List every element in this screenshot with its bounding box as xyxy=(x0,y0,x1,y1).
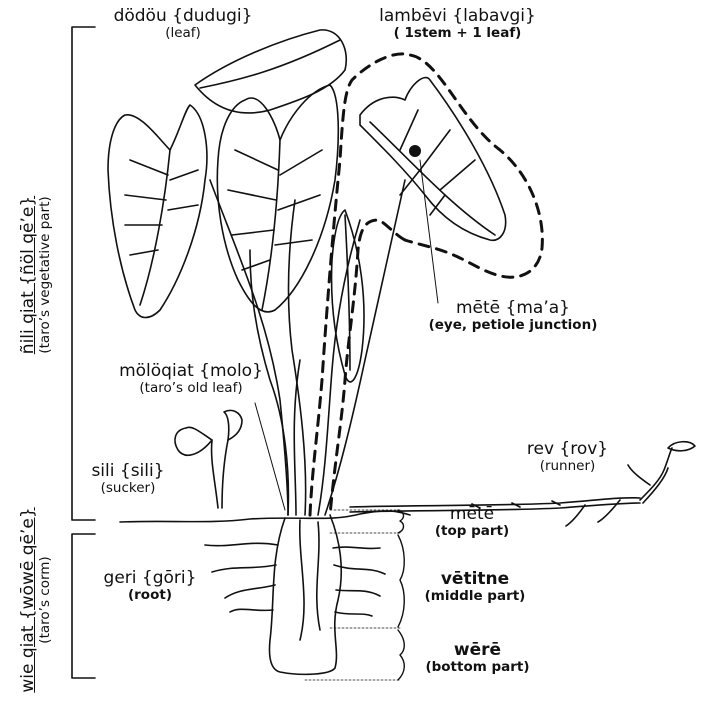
roots xyxy=(205,543,385,616)
leaf-right xyxy=(360,78,506,241)
corm-part-braces xyxy=(398,510,404,680)
label-top-part-gloss: (top part) xyxy=(412,524,532,538)
label-old-leaf-gloss: (taro’s old leaf) xyxy=(106,381,276,395)
label-middle-part: vētitne (middle part) xyxy=(410,571,540,603)
label-eye-term: mētē {ma’a} xyxy=(418,300,608,318)
label-top-part: mētē (top part) xyxy=(412,506,532,538)
label-leaf-term: dödöu {dudugi} xyxy=(108,8,258,26)
leaf-back-top xyxy=(195,30,346,113)
label-middle-part-gloss: (middle part) xyxy=(410,589,540,603)
label-middle-part-term: vētitne xyxy=(410,571,540,589)
side-label-corm-gloss: (taro’s corm) xyxy=(38,500,52,700)
label-sucker-term: sili {sili} xyxy=(83,463,173,481)
side-label-vegetative: ñili qiat {ñöl qē’e} (taro’s vegetative … xyxy=(20,160,52,390)
leaf-left xyxy=(108,105,207,318)
corm-bracket xyxy=(72,534,95,678)
label-runner: rev {rov} (runner) xyxy=(515,441,620,473)
label-bottom-part-term: wērē xyxy=(410,642,545,660)
label-leaf-gloss: (leaf) xyxy=(108,26,258,40)
label-stem-leaf-gloss: ( 1stem + 1 leaf) xyxy=(365,26,550,40)
label-root-gloss: (root) xyxy=(100,588,200,602)
label-runner-gloss: (runner) xyxy=(515,459,620,473)
vegetative-bracket xyxy=(72,27,95,520)
label-bottom-part-gloss: (bottom part) xyxy=(410,660,545,674)
label-eye: mētē {ma’a} (eye, petiole junction) xyxy=(418,300,608,332)
side-label-vegetative-term: ñili qiat {ñöl qē’e} xyxy=(20,160,38,390)
label-runner-term: rev {rov} xyxy=(515,441,620,459)
side-label-vegetative-gloss: (taro’s vegetative part) xyxy=(38,160,52,390)
side-label-corm-term: wie qiat {wōwē qē’e} xyxy=(20,500,38,700)
petioles xyxy=(210,180,405,515)
label-sucker: sili {sili} (sucker) xyxy=(83,463,173,495)
label-eye-gloss: (eye, petiole junction) xyxy=(418,318,608,332)
label-root-term: geri {gōri} xyxy=(100,570,200,588)
label-stem-leaf: lambēvi {labavgi} ( 1stem + 1 leaf) xyxy=(365,8,550,40)
corm xyxy=(269,515,341,674)
label-stem-leaf-term: lambēvi {labavgi} xyxy=(365,8,550,26)
sucker xyxy=(175,410,242,508)
leaf-center xyxy=(217,85,338,312)
label-sucker-gloss: (sucker) xyxy=(83,481,173,495)
label-old-leaf: mölöqiat {molo} (taro’s old leaf) xyxy=(106,363,276,395)
eye-marker xyxy=(409,145,421,157)
label-root: geri {gōri} (root) xyxy=(100,570,200,602)
label-leaf: dödöu {dudugi} (leaf) xyxy=(108,8,258,40)
side-label-corm: wie qiat {wōwē qē’e} (taro’s corm) xyxy=(20,500,52,700)
ground-line xyxy=(120,511,410,522)
label-old-leaf-term: mölöqiat {molo} xyxy=(106,363,276,381)
label-top-part-term: mētē xyxy=(412,506,532,524)
label-bottom-part: wērē (bottom part) xyxy=(410,642,545,674)
